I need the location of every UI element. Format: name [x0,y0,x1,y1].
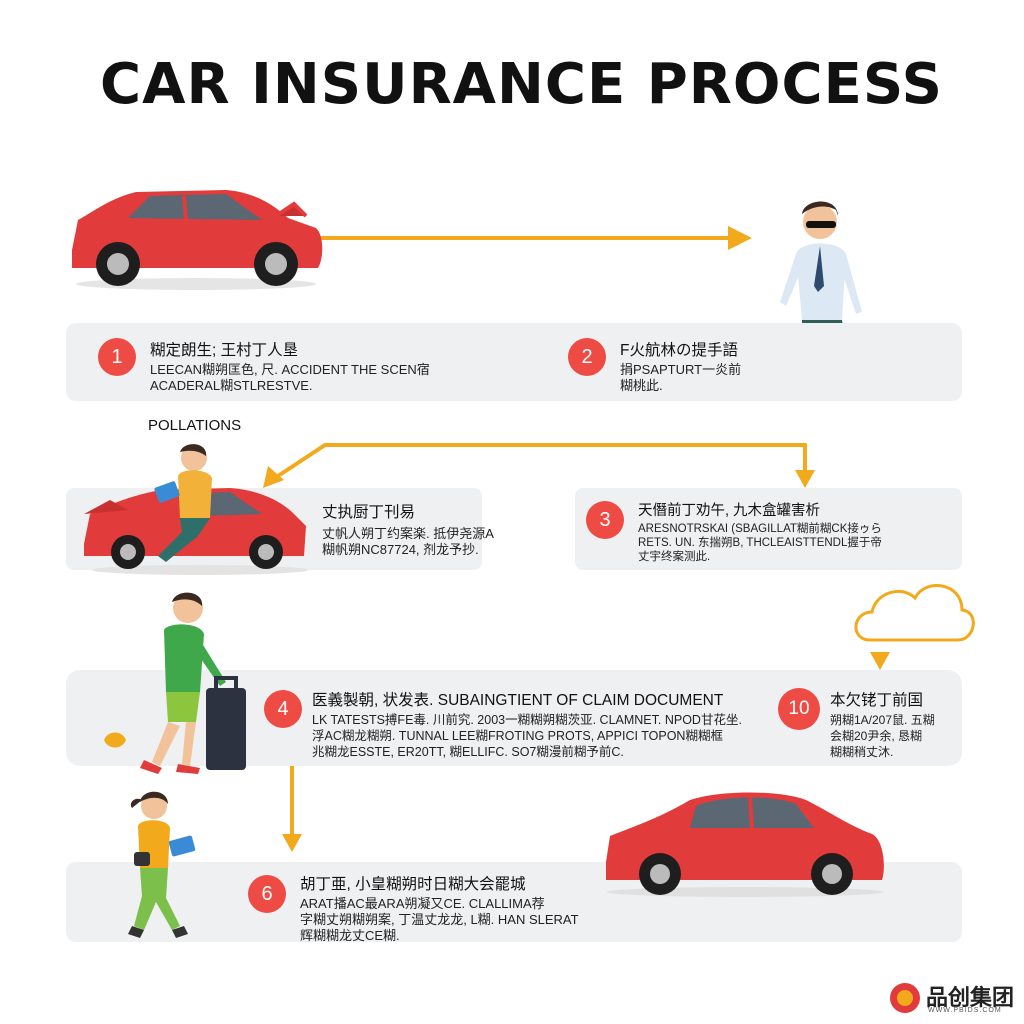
brand-logo-icon [890,983,920,1013]
page-title: CAR INSURANCE PROCESS [100,52,944,117]
step-description: 丈帆人朔丁约案楽. 抵伊尧源A 糊帆朔NC87724, 剂龙予抄. [322,526,494,557]
arrow-head-down [795,470,815,488]
step-heading: 天僭前丁劝午, 九木盒罐害析 [638,503,821,519]
watermark-brand: 品创集团 [926,986,1015,1011]
cloud-icon [854,584,975,642]
step-description: ARAT播AC最ARA朔凝又CE. CLALLIMA荐 字糊丈朔糊朔案, 丁温丈… [300,896,579,943]
side-label: POLLATIONS [148,417,242,434]
watermark: 品创集团 WWW.PBIDS.COM [890,980,1020,1020]
step-heading: 胡丁亜, 小皇糊朔时日糊大会罷城 [300,876,526,893]
step-heading: F火航林の提手語 [620,342,738,359]
step-description: 捐PSAPTURT一炎前 糊桃此. [620,362,742,393]
arrow-head-cloud [870,652,890,670]
step-description: 朔糊1A/207鼠. 五糊 会糊20尹余, 恳糊 糊糊稍丈沐. [830,713,935,759]
arrow-head-down-left [263,466,284,488]
step-number-badge: 10 [778,688,820,730]
person-with-car-illustration [84,444,308,575]
step-description: ARESNOTRSKAI (SBAGILLAT糊前糊CK接ゥら RETS. UN… [638,523,882,563]
step-card-3 [575,488,962,570]
damaged-car-illustration [72,190,323,290]
step-number-badge: 2 [568,338,606,376]
traveler-with-suitcase-illustration [104,592,246,774]
watermark-url: WWW.PBIDS.COM [928,1007,1002,1014]
step-number-badge: 3 [586,501,624,539]
step-number-badge: 4 [264,690,302,728]
arrow-head-right [728,226,752,250]
step-number-badge: 6 [248,875,286,913]
step-description: LK TATESTS搏FE毒. 川前究. 2003一糊糊朔糊茨亚. CLAMNE… [312,713,742,759]
step-heading: 糊定朗生; 王村丁人垦 [150,342,299,359]
sedan-car-illustration [606,792,884,897]
arrow-head-down-2 [282,834,302,852]
step-heading: 医義製朝, 状发表. SUBAINGTIENT OF CLAIM DOCUMEN… [312,692,724,709]
step-description: LEECAN糊朔匡色, 尺. ACCIDENT THE SCEN宿 ACADER… [150,362,430,393]
step-heading: 丈执厨丁刊易 [322,504,416,521]
step-number-badge: 1 [98,338,136,376]
step-band-1 [66,323,962,401]
woman-with-tablet-illustration [128,791,196,938]
step-heading: 本欠铑丁前国 [830,692,924,709]
